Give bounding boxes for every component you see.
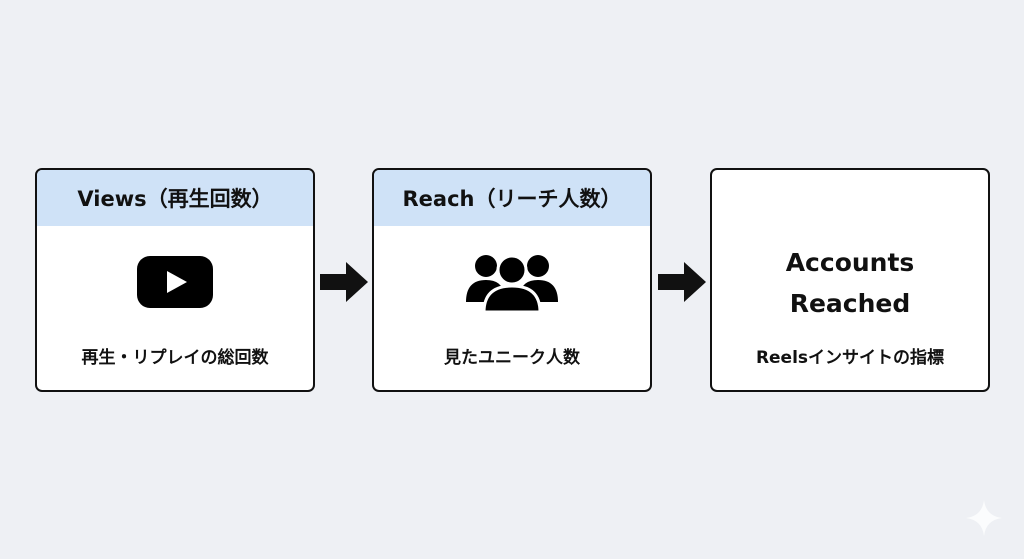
- accounts-reached-caption: Reelsインサイトの指標: [755, 348, 945, 368]
- users-group-icon: [374, 252, 650, 312]
- arrow-right-icon: [658, 262, 706, 306]
- sparkle-icon: [966, 500, 1002, 540]
- arrow-right-icon: [320, 262, 368, 306]
- views-card: Views（再生回数） 再生・リプレイの総回数: [35, 168, 315, 392]
- title-line-2: Reached: [789, 289, 911, 318]
- reach-card-title: Reach（リーチ人数）: [374, 170, 650, 226]
- views-card-title: Views（再生回数）: [37, 170, 313, 226]
- views-card-caption: 再生・リプレイの総回数: [81, 348, 269, 368]
- reach-card-caption: 見たユニーク人数: [444, 348, 580, 368]
- reach-card: Reach（リーチ人数） 見たユニーク人数: [372, 168, 652, 392]
- video-play-icon: [37, 256, 313, 308]
- title-line-1: Accounts: [785, 248, 915, 277]
- accounts-reached-title: Accounts Reached: [712, 242, 988, 324]
- accounts-reached-card: Accounts Reached Reelsインサイトの指標: [710, 168, 990, 392]
